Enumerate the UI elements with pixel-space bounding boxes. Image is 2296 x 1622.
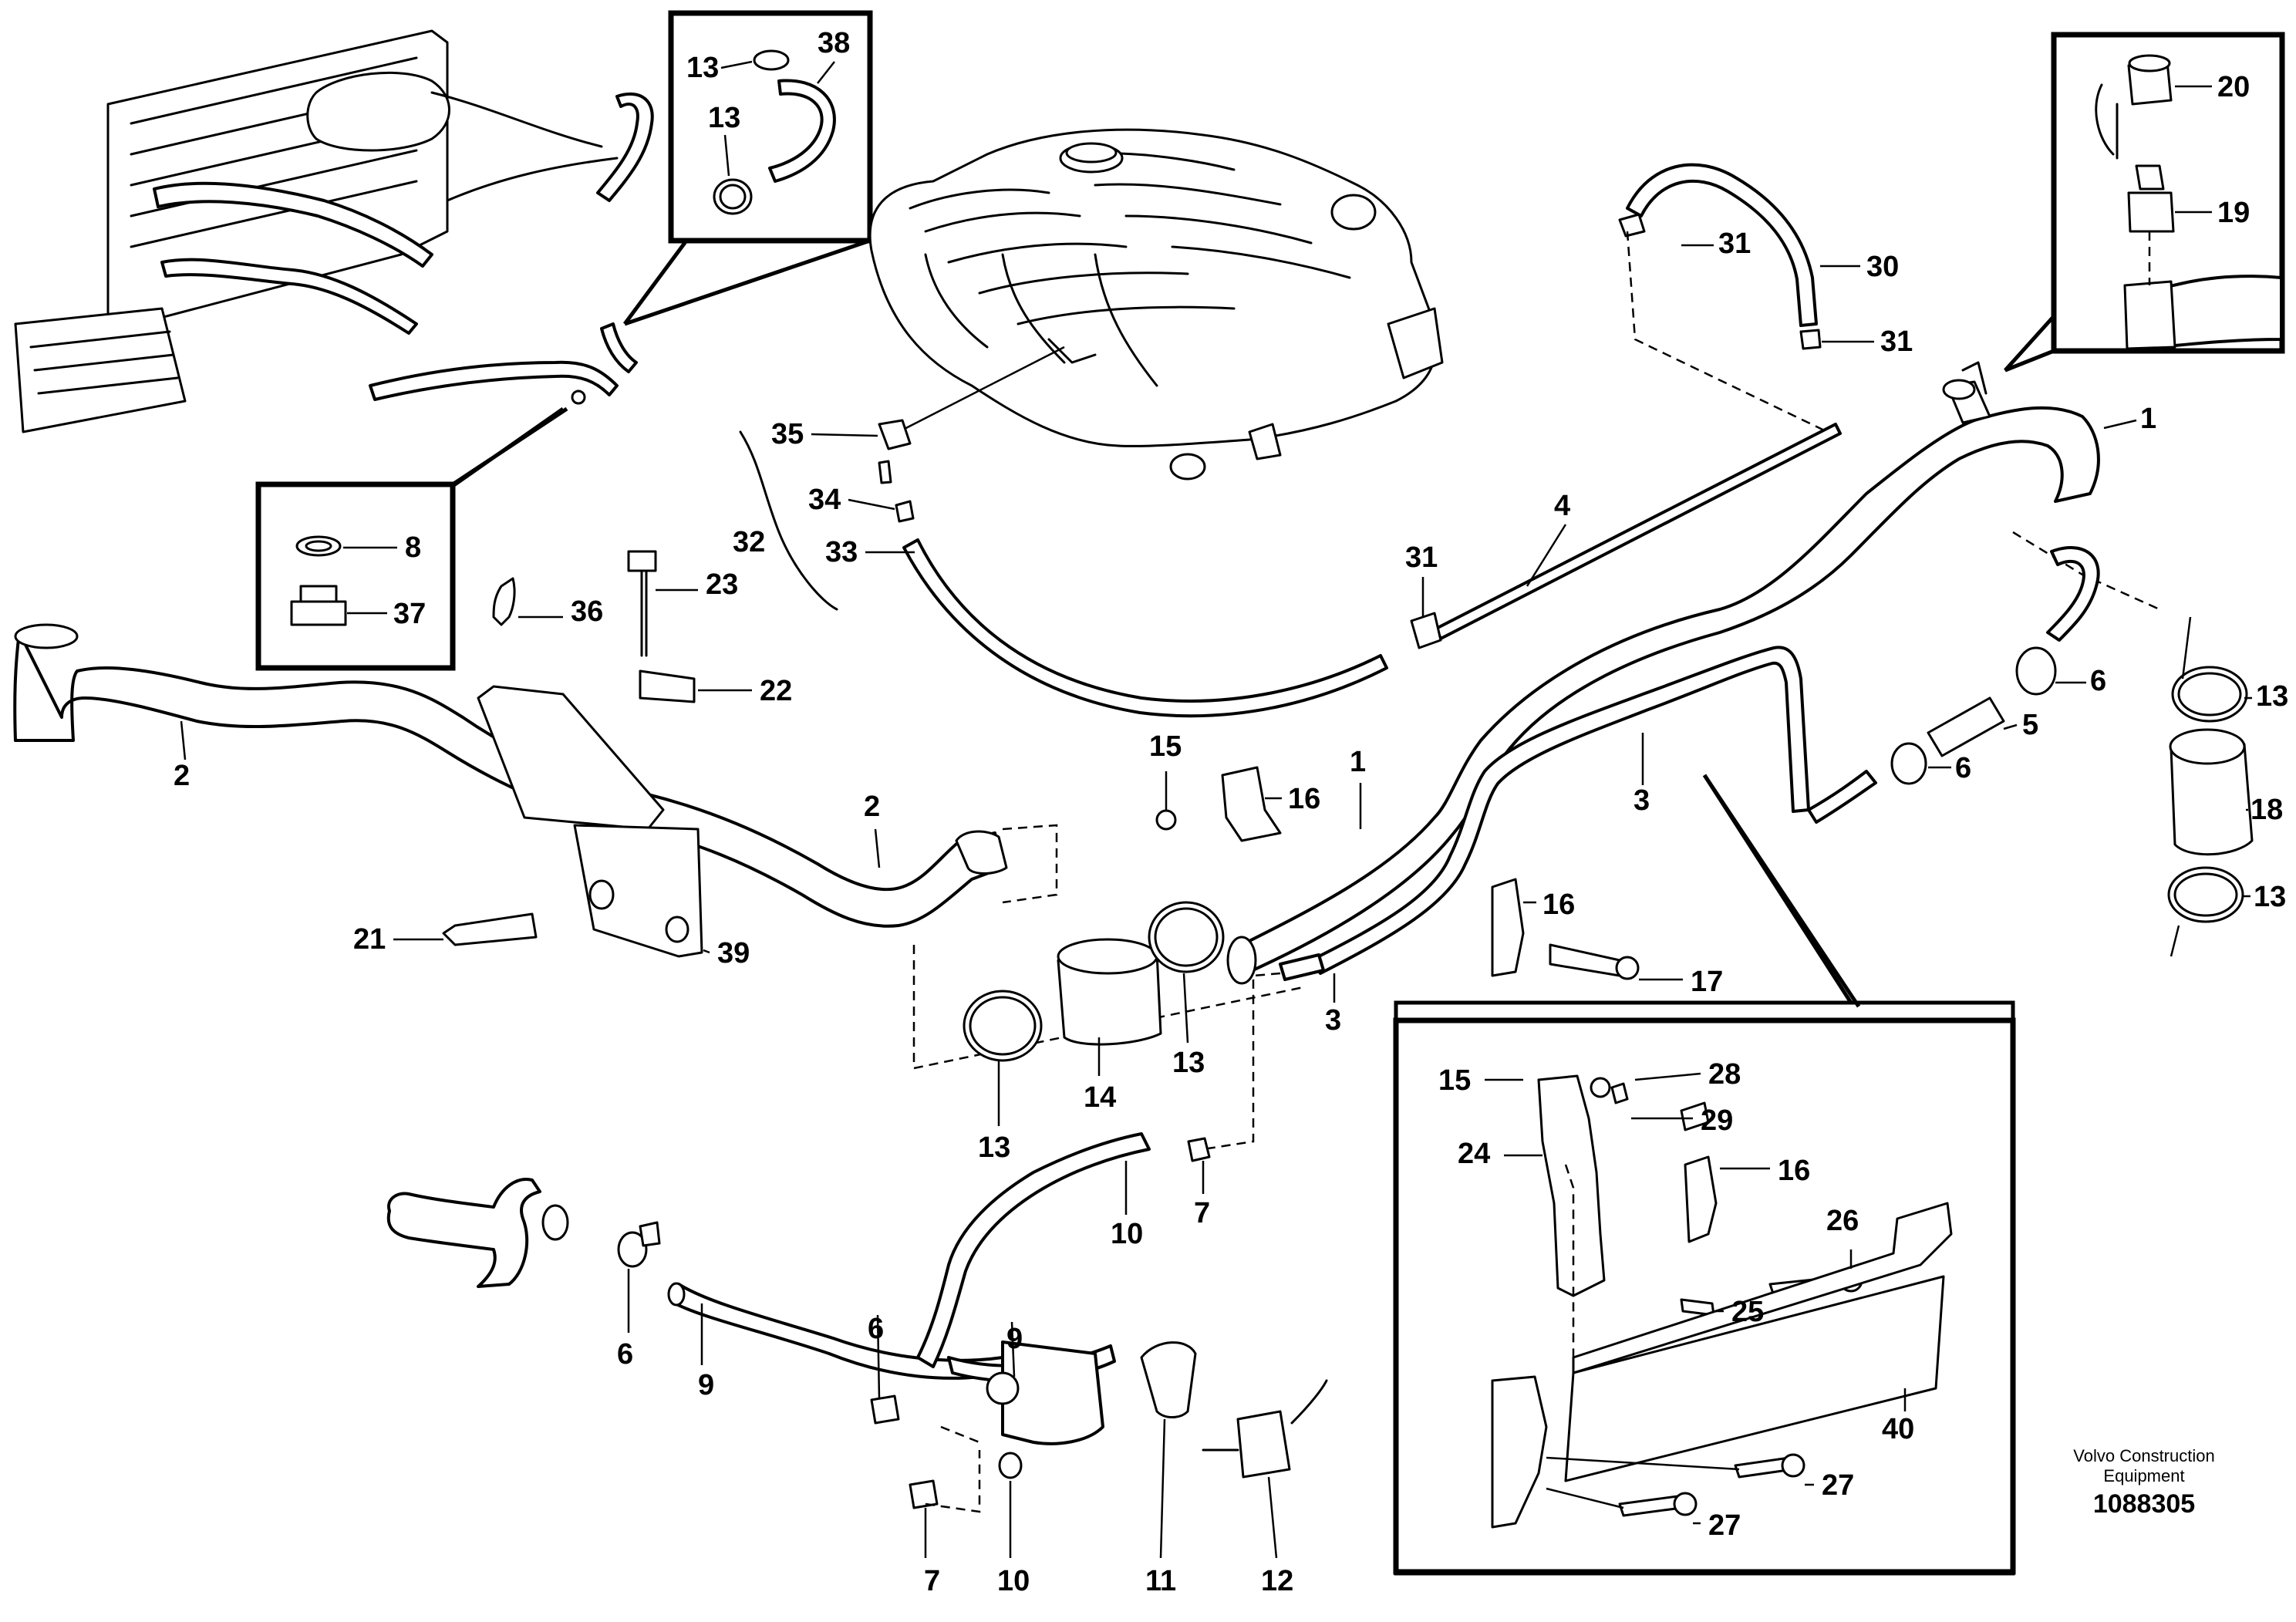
inset-plug-37: 8 37 xyxy=(255,406,568,671)
callout-4: 4 xyxy=(1554,490,1570,522)
lower-hoses-9-10: 6 9 6 9 10 7 7 10 11 12 13 xyxy=(386,1132,1328,1597)
callout-16: 16 xyxy=(1778,1155,1810,1187)
callout-21: 21 xyxy=(353,923,386,956)
callout-22: 22 xyxy=(760,675,792,707)
hose-5-and-connector-18: 6 13 5 6 18 13 xyxy=(1807,531,2288,957)
callout-1: 1 xyxy=(1350,746,1366,778)
callout-28: 28 xyxy=(1708,1058,1741,1091)
callout-6: 6 xyxy=(617,1338,633,1371)
callout-32: 32 xyxy=(733,526,765,558)
callout-19: 19 xyxy=(2217,197,2250,229)
callout-9: 9 xyxy=(1006,1323,1023,1355)
callout-3: 3 xyxy=(1325,1004,1341,1037)
callout-13: 13 xyxy=(686,52,719,84)
callout-35: 35 xyxy=(771,418,804,450)
callout-23: 23 xyxy=(706,568,738,601)
callout-16: 16 xyxy=(1288,783,1320,815)
engine-overview-illustration xyxy=(14,29,654,433)
callout-5: 5 xyxy=(2022,709,2038,741)
callout-8: 8 xyxy=(405,531,421,564)
publisher-credit: Volvo Construction Equipment 1088305 xyxy=(2036,1446,2252,1522)
callout-9: 9 xyxy=(698,1369,714,1401)
callout-20: 20 xyxy=(2217,71,2250,103)
callout-10: 10 xyxy=(1111,1218,1143,1250)
callout-36: 36 xyxy=(571,595,603,628)
hose-assembly-32: 35 34 33 32 xyxy=(733,346,1388,718)
sleeve-14-and-clamps: 13 14 13 15 16 16 17 xyxy=(912,730,1723,1164)
callout-13: 13 xyxy=(978,1131,1010,1164)
callout-6: 6 xyxy=(868,1313,884,1345)
callout-38: 38 xyxy=(818,27,850,59)
main-pipe-1: 1 1 xyxy=(1226,361,2156,985)
callout-7: 7 xyxy=(924,1565,940,1597)
callout-31: 31 xyxy=(1405,541,1438,574)
callout-13: 13 xyxy=(2256,680,2288,713)
callout-14: 14 xyxy=(1084,1081,1116,1114)
inset-hose-38: 13 38 13 xyxy=(622,10,873,326)
callout-27: 27 xyxy=(1708,1509,1741,1542)
callout-40: 40 xyxy=(1882,1413,1914,1445)
pipe-2-assembly: 2 2 36 23 22 21 39 xyxy=(13,550,1058,969)
document-number: 1088305 xyxy=(2092,1489,2196,1519)
callout-27: 27 xyxy=(1822,1469,1854,1502)
company-name: Volvo Construction Equipment xyxy=(2073,1446,2215,1485)
inset-sensor-19-20: 20 19 xyxy=(2004,32,2285,373)
inset-bracket-detail: 15 28 29 24 16 26 25 40 27 27 xyxy=(1393,774,2016,1576)
callout-6: 6 xyxy=(2090,665,2106,697)
callout-18: 18 xyxy=(2250,794,2283,826)
callout-31: 31 xyxy=(1718,228,1751,260)
callout-6: 6 xyxy=(1955,752,1971,784)
callout-10: 10 xyxy=(997,1565,1030,1597)
callout-29: 29 xyxy=(1701,1104,1733,1137)
callout-24: 24 xyxy=(1458,1138,1490,1170)
expansion-tank xyxy=(868,128,1444,481)
callout-17: 17 xyxy=(1691,966,1723,998)
callout-37: 37 xyxy=(393,598,426,630)
callout-15: 15 xyxy=(1149,730,1182,763)
callout-16: 16 xyxy=(1542,889,1575,921)
callout-11: 11 xyxy=(1145,1565,1176,1597)
callout-13: 13 xyxy=(1172,1047,1205,1079)
callout-2: 2 xyxy=(174,760,190,792)
pipe-3: 3 3 xyxy=(1202,646,1810,1151)
callout-26: 26 xyxy=(1826,1205,1859,1237)
callout-2: 2 xyxy=(864,791,880,823)
callout-31: 31 xyxy=(1880,325,1913,358)
callout-7: 7 xyxy=(1194,1197,1210,1229)
callout-1: 1 xyxy=(2140,403,2156,435)
callout-30: 30 xyxy=(1866,251,1899,283)
callout-25: 25 xyxy=(1731,1296,1764,1328)
hose-30-and-pipe-4: 31 30 31 4 31 xyxy=(1405,163,1913,649)
callout-13: 13 xyxy=(708,102,740,134)
callout-15: 15 xyxy=(1438,1064,1471,1097)
callout-33: 33 xyxy=(825,536,858,568)
callout-12: 12 xyxy=(1261,1565,1293,1597)
callout-34: 34 xyxy=(808,484,841,516)
callout-13: 13 xyxy=(2254,881,2286,913)
callout-39: 39 xyxy=(717,937,750,969)
callout-3: 3 xyxy=(1633,784,1650,817)
